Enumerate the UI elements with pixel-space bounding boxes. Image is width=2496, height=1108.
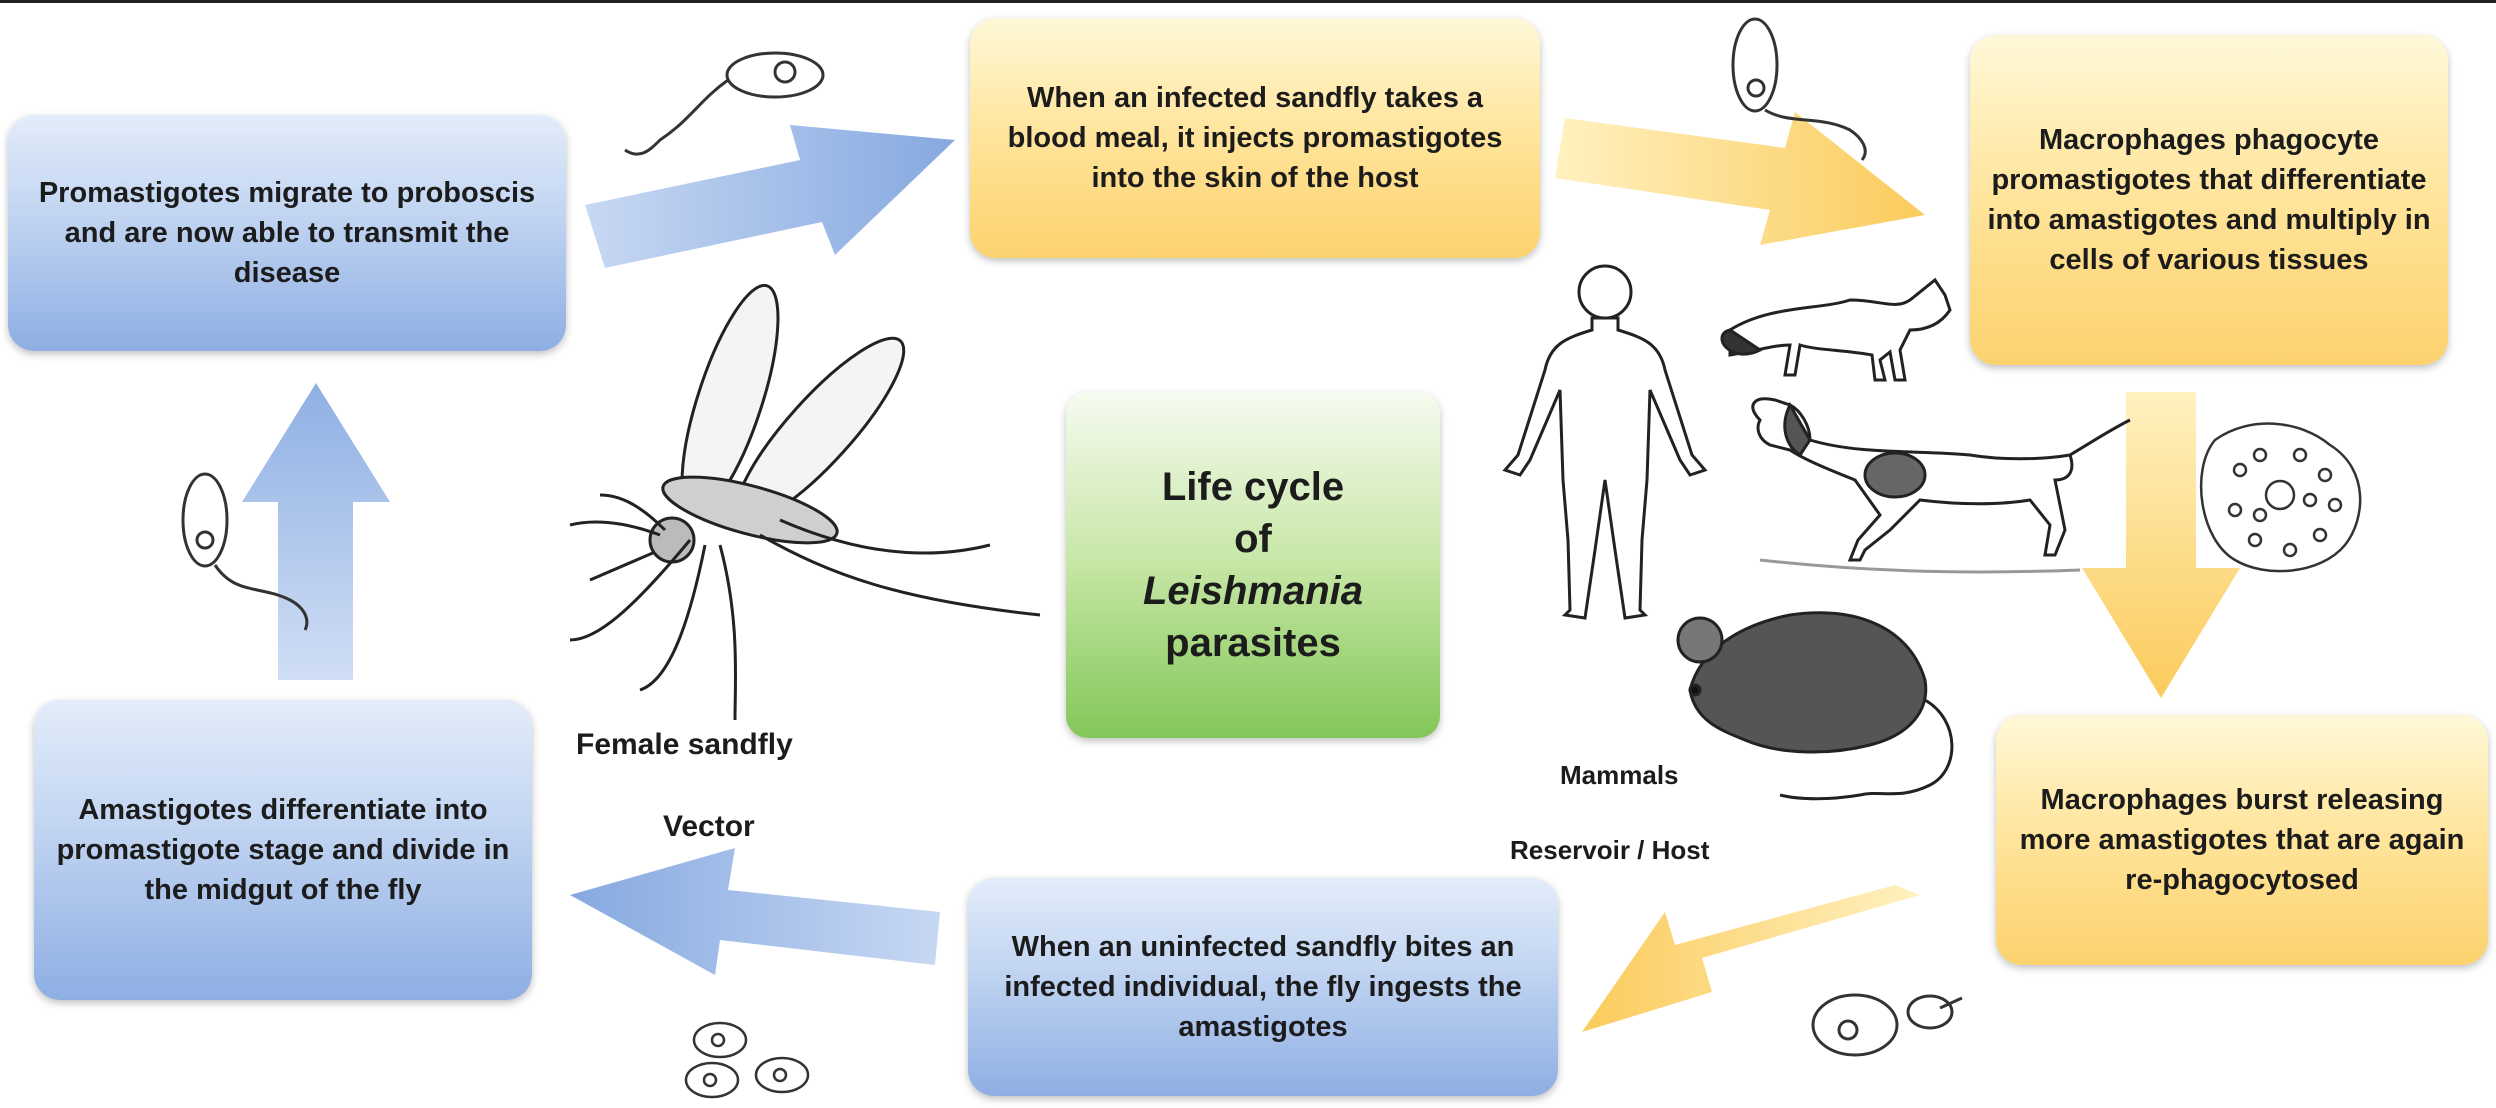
label-mammals: Mammals — [1560, 760, 1679, 791]
title-line: parasites — [1165, 617, 1341, 669]
title-genus: Leishmania — [1143, 565, 1363, 617]
step-macrophages-burst: Macrophages burst releasing more amastig… — [1996, 715, 2488, 965]
step-text: When an infected sandfly takes a blood m… — [986, 78, 1524, 198]
step-macrophages-phagocyte: Macrophages phagocyte promastigotes that… — [1970, 35, 2448, 365]
promastigote-icon — [1733, 19, 1865, 160]
step-uninfected-sandfly: When an uninfected sandfly bites an infe… — [968, 878, 1558, 1096]
title-line: of — [1234, 513, 1272, 565]
step-text: Promastigotes migrate to proboscis and a… — [24, 173, 550, 293]
label-vector: Vector — [663, 810, 755, 844]
promastigote-icon — [183, 474, 307, 630]
sandfly-illustration — [570, 276, 1040, 720]
fox-illustration — [1722, 280, 1950, 380]
dog-illustration — [1753, 399, 2130, 572]
step-amastigotes-differentiate: Amastigotes differentiate into promastig… — [34, 700, 532, 1000]
human-illustration — [1505, 266, 1705, 618]
step-blood-meal: When an infected sandfly takes a blood m… — [970, 18, 1540, 258]
title-line: Life cycle — [1162, 461, 1344, 513]
step-text: Amastigotes differentiate into promastig… — [50, 790, 516, 910]
step-text: When an uninfected sandfly bites an infe… — [984, 927, 1542, 1047]
step-text: Macrophages phagocyte promastigotes that… — [1986, 120, 2432, 280]
step-text: Macrophages burst releasing more amastig… — [2012, 780, 2472, 900]
diagram-title: Life cycle of Leishmania parasites — [1066, 392, 1440, 738]
step-promastigotes-migrate: Promastigotes migrate to proboscis and a… — [8, 115, 566, 351]
amastigote-icon — [1813, 995, 1962, 1055]
amastigote-icon — [686, 1023, 808, 1097]
infected-macrophage-icon — [2201, 424, 2360, 572]
label-reservoir-host: Reservoir / Host — [1510, 835, 1709, 866]
label-female-sandfly: Female sandfly — [576, 728, 793, 762]
rat-illustration — [1678, 613, 1952, 799]
promastigote-icon — [625, 53, 823, 154]
